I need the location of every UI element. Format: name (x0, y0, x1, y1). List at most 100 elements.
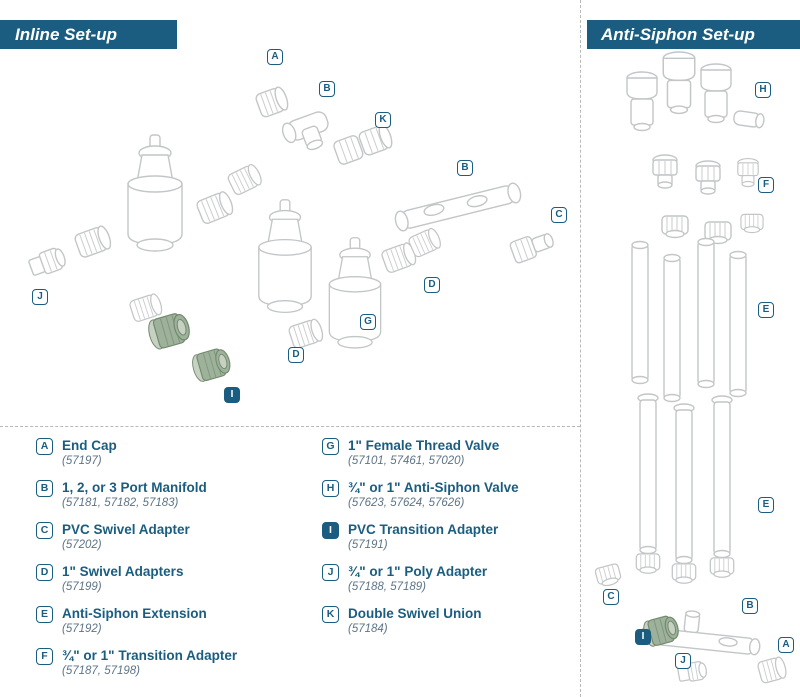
transition-adapter-illustration (695, 160, 721, 195)
legend-badge-f: F (36, 647, 53, 665)
end-cap-illustration (255, 86, 289, 118)
callout-swivel-adapters: D (288, 347, 304, 363)
part-name: 1" Swivel Adapters (62, 563, 184, 579)
double-swivel-union-illustration (333, 124, 393, 165)
callout-port-manifold: B (457, 160, 473, 176)
callout-end-cap: A (267, 49, 283, 65)
part-name: 1" Female Thread Valve (348, 438, 500, 453)
port-manifold-illustration (281, 111, 329, 151)
thread-valve-illustration (258, 199, 312, 314)
legend-item-transition-adapter: F ¾" or 1" Transition Adapter (57187, 57… (36, 647, 304, 679)
callout-pvc-transition-adapter: I (635, 629, 651, 645)
callout-pvc-swivel-adapter: C (603, 589, 619, 605)
poly-adapter-illustration (28, 247, 66, 276)
callout-poly-adapter: J (675, 653, 691, 669)
legend-item-anti-siphon-extension: E Anti-Siphon Extension (57192) (36, 605, 304, 637)
legend-item-anti-siphon-valve: H ¾" or 1" Anti-Siphon Valve (57623, 576… (322, 479, 572, 511)
part-name: PVC Swivel Adapter (62, 521, 190, 537)
callout-poly-adapter: J (32, 289, 48, 305)
part-numbers: (57623, 57624, 57626) (348, 497, 465, 510)
legend-column-right: G 1" Female Thread Valve (57101, 57461, … (322, 438, 572, 648)
pvc-swivel-adapter-illustration (593, 562, 623, 589)
callout-anti-siphon-valve: H (755, 82, 771, 98)
part-numbers: (57197) (62, 455, 102, 468)
legend-badge-c: C (36, 521, 53, 539)
swivel-adapter-illustration (287, 317, 326, 350)
part-name: Double Swivel Union (348, 605, 482, 621)
anti-siphon-setup-title: Anti-Siphon Set-up (601, 24, 755, 44)
legend-badge-g: G (322, 438, 339, 455)
legend-badge-d: D (36, 563, 53, 581)
swivel-adapter-illustration (194, 189, 236, 226)
part-numbers: (57187, 57198) (62, 665, 141, 678)
inline-setup-title: Inline Set-up (15, 24, 117, 44)
legend-item-pvc-transition-adapter: I PVC Transition Adapter (57191) (322, 521, 572, 553)
swivel-nut-illustration (661, 215, 689, 239)
legend-item-port-manifold: B 1, 2, or 3 Port Manifold (57181, 57182… (36, 479, 304, 511)
part-numbers: (57202) (62, 539, 102, 552)
legend-badge-j: J (322, 563, 339, 581)
legend-badge-e: E (36, 605, 53, 623)
callout-pvc-swivel-adapter: C (551, 207, 567, 223)
part-numbers: (57181, 57182, 57183) (62, 497, 179, 510)
legend-badge-k: K (322, 605, 339, 623)
legend-item-double-swivel-union: K Double Swivel Union (57184) (322, 605, 572, 637)
inline-diagram (28, 86, 554, 384)
callout-anti-siphon-extension: E (758, 497, 774, 513)
part-name: End Cap (62, 438, 117, 453)
swivel-adapter-illustration (226, 162, 265, 197)
end-cap-illustration (757, 656, 787, 684)
legend-item-poly-adapter: J ¾" or 1" Poly Adapter (57188, 57189) (322, 563, 572, 595)
poly-adapter-illustration (677, 661, 708, 682)
part-name: Anti-Siphon Extension (62, 605, 207, 621)
port-manifold-illustration (394, 182, 522, 232)
thread-valve-illustration (328, 237, 382, 349)
callout-port-manifold: B (319, 81, 335, 97)
anti-siphon-extension-illustration (631, 237, 747, 403)
pvc-swivel-adapter-illustration (509, 233, 554, 264)
pvc-transition-adapter-illustration (189, 345, 234, 384)
swivel-nut-illustration (740, 213, 764, 234)
part-name: ¾" or 1" Poly Adapter (348, 563, 488, 579)
part-numbers: (57199) (62, 581, 102, 594)
part-numbers: (57184) (348, 623, 388, 636)
callout-anti-siphon-extension: E (758, 302, 774, 318)
legend-divider-horizontal (0, 426, 580, 427)
legend-column-left: A End Cap (57197) B 1, 2, or 3 Port Mani… (36, 438, 304, 690)
callout-end-cap: A (778, 637, 794, 653)
legend-badge-h: H (322, 479, 339, 497)
part-numbers: (57188, 57189) (348, 581, 427, 594)
legend-badge-b: B (36, 479, 53, 497)
legend-badge-a: A (36, 438, 53, 455)
legend-item-swivel-adapters: D 1" Swivel Adapters (57199) (36, 563, 304, 595)
part-numbers: (57192) (62, 623, 102, 636)
callout-transition-adapter: F (758, 177, 774, 193)
legend-item-end-cap: A End Cap (57197) (36, 438, 304, 469)
callout-female-thread-valve: G (360, 314, 376, 330)
anti-siphon-extension-illustration (635, 393, 735, 584)
callout-double-swivel-union: K (375, 112, 391, 128)
legend-badge-i: I (322, 521, 339, 539)
swivel-nut-illustration (73, 223, 114, 260)
inline-setup-banner: Inline Set-up (0, 20, 177, 49)
callout-port-manifold: B (742, 598, 758, 614)
anti-siphon-valve-illustration (626, 71, 658, 132)
part-numbers: (57101, 57461, 57020) (348, 455, 465, 468)
part-numbers: (57191) (348, 539, 388, 552)
part-name: PVC Transition Adapter (348, 521, 499, 537)
anti-siphon-valve-illustration (662, 51, 696, 115)
section-divider-vertical (580, 0, 581, 697)
thread-valve-illustration (127, 134, 183, 252)
callout-pvc-transition-adapter: I (224, 387, 240, 403)
anti-siphon-setup-banner: Anti-Siphon Set-up (587, 20, 800, 49)
anti-siphon-valve-illustration (700, 63, 732, 124)
legend-item-female-thread-valve: G 1" Female Thread Valve (57101, 57461, … (322, 438, 572, 469)
callout-swivel-adapters: D (424, 277, 440, 293)
part-name: 1, 2, or 3 Port Manifold (62, 479, 207, 495)
part-name: ¾" or 1" Transition Adapter (62, 647, 238, 663)
transition-adapter-illustration (652, 154, 678, 189)
transition-adapter-illustration (737, 157, 759, 188)
valve-outlet-illustration (733, 110, 765, 129)
legend-item-pvc-swivel-adapter: C PVC Swivel Adapter (57202) (36, 521, 304, 553)
